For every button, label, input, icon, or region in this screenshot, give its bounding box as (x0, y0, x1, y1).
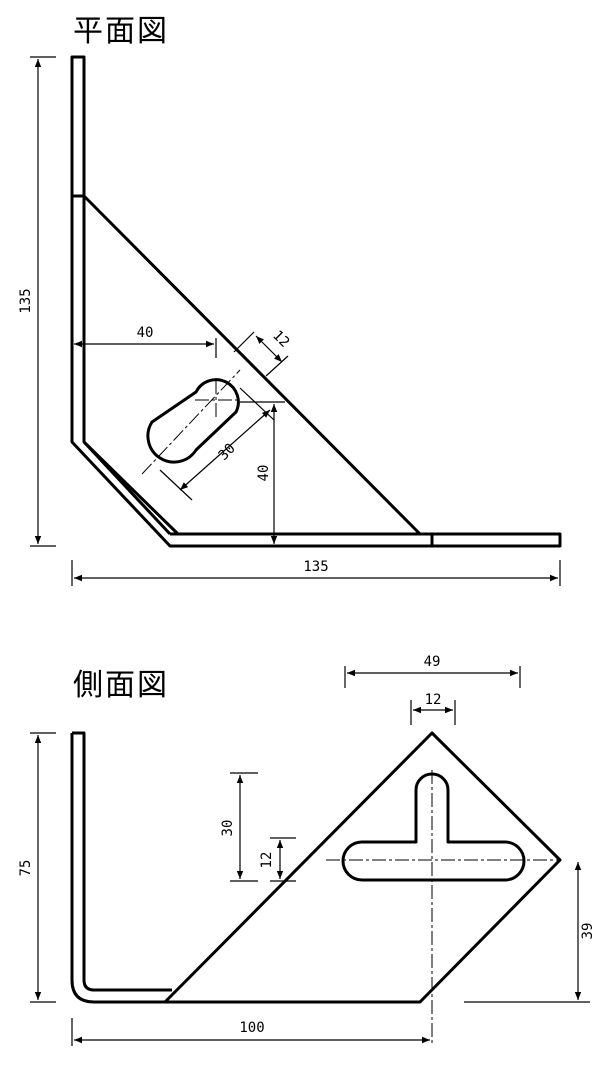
plan-vertical-flange-top (70, 55, 86, 198)
side-view-part (70, 731, 562, 1045)
plan-view-part (70, 55, 562, 548)
plan-slot-width-line (255, 335, 283, 363)
plan-inner-bend (82, 440, 180, 536)
side-slot-span-label: 49 (424, 654, 441, 670)
side-view-title: 側面図 (73, 668, 169, 703)
side-flange-outer (70, 733, 165, 1004)
plan-view-title: 平面図 (73, 14, 169, 49)
plan-height-label: 135 (18, 288, 34, 313)
plan-view-dimensions: 135 135 40 12 30 40 (18, 56, 561, 586)
plan-bracket-outline (70, 184, 562, 548)
side-slot-width-label: 12 (425, 692, 442, 708)
side-view-dimensions: 75 100 49 12 30 12 39 (18, 654, 596, 1046)
side-slot-small-label: 12 (259, 852, 275, 869)
side-gusset-outline (163, 731, 562, 1004)
plan-slot-length-line (179, 409, 271, 491)
side-slot-depth-label: 30 (220, 820, 236, 837)
plan-slot-width-label: 12 (269, 328, 292, 351)
side-t-slot (341, 772, 526, 882)
plan-slot-length-label: 30 (216, 441, 239, 464)
side-flange-inner (72, 731, 172, 992)
plan-slot-height-label: 40 (256, 465, 272, 482)
side-length-label: 100 (239, 1020, 264, 1036)
plan-width-label: 135 (303, 559, 328, 575)
side-height-label: 75 (18, 860, 34, 877)
side-slot-height-label: 39 (580, 923, 596, 940)
plan-slot-offset-label: 40 (137, 325, 154, 341)
